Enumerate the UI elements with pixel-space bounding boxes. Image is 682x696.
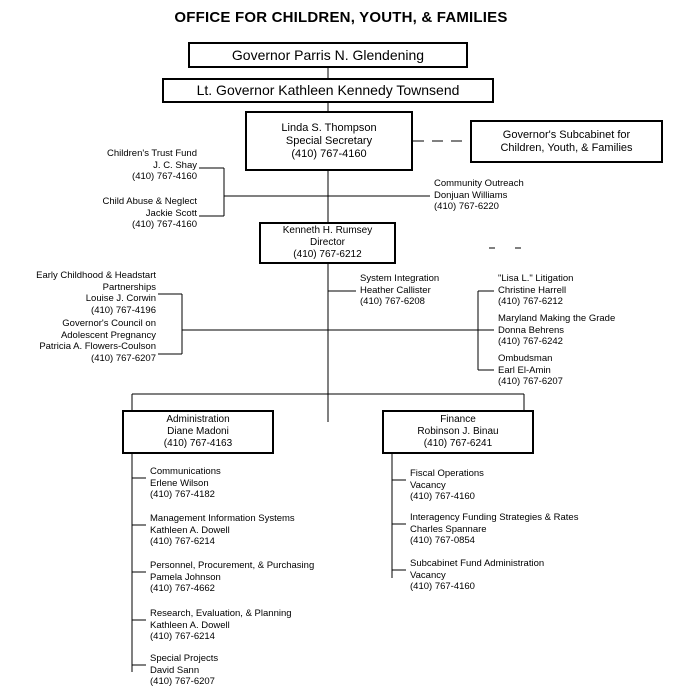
box-governor-line-0: Governor Parris N. Glendening xyxy=(231,46,425,63)
unit-interagency-funding-strategies-rates-line-2: (410) 767-0854 xyxy=(410,535,475,546)
unit-governors-council-adolescent-pregnancy-line-1: Adolescent Pregnancy xyxy=(60,329,156,341)
unit-child-abuse-neglect[interactable]: Child Abuse & Neglect Jackie Scott (410)… xyxy=(19,196,197,231)
unit-governors-council-adolescent-pregnancy-line-3: (410) 767-6207 xyxy=(91,352,156,364)
unit-personnel-procurement-purchasing-line-2: (410) 767-4662 xyxy=(150,583,215,594)
unit-fiscal-operations-line-2: (410) 767-4160 xyxy=(410,491,475,502)
box-finance-line-1: Robinson J. Binau xyxy=(417,426,499,437)
unit-early-childhood-headstart-line-1: Partnerships xyxy=(102,281,156,293)
unit-ombudsman-line-1: Earl El-Amin xyxy=(498,364,551,376)
unit-special-projects-line-1: David Sann xyxy=(150,664,200,676)
unit-special-projects[interactable]: Special Projects David Sann (410) 767-62… xyxy=(150,653,380,688)
unit-interagency-funding-strategies-rates[interactable]: Interagency Funding Strategies & Rates C… xyxy=(410,512,665,547)
unit-system-integration[interactable]: System Integration Heather Callister (41… xyxy=(360,273,550,308)
box-finance-line-0: Finance xyxy=(440,414,476,425)
unit-communications-line-0: Communications xyxy=(150,466,221,477)
unit-fiscal-operations[interactable]: Fiscal Operations Vacancy (410) 767-4160 xyxy=(410,468,660,503)
box-governor[interactable]: Governor Parris N. Glendening xyxy=(188,42,468,68)
unit-ombudsman-line-2: (410) 767-6207 xyxy=(498,376,563,387)
box-director-line-1: Director xyxy=(309,237,345,248)
box-subcabinet-line-0: Governor's Subcabinet for xyxy=(502,128,631,141)
box-director[interactable]: Kenneth H. Rumsey Director (410) 767-621… xyxy=(259,222,396,264)
unit-childrens-trust-fund-line-0: Children's Trust Fund xyxy=(107,148,197,159)
unit-subcabinet-fund-administration-line-1: Vacancy xyxy=(410,569,446,581)
unit-communications[interactable]: Communications Erlene Wilson (410) 767-4… xyxy=(150,466,380,501)
unit-childrens-trust-fund[interactable]: Children's Trust Fund J. C. Shay (410) 7… xyxy=(19,148,197,183)
unit-early-childhood-headstart-line-0: Early Childhood & Headstart xyxy=(36,270,156,281)
unit-child-abuse-neglect-line-0: Child Abuse & Neglect xyxy=(102,196,197,207)
unit-lisa-l-litigation-line-1: Christine Harrell xyxy=(498,284,567,296)
unit-system-integration-line-0: System Integration xyxy=(360,273,440,284)
box-lt-governor-line-0: Lt. Governor Kathleen Kennedy Townsend xyxy=(196,82,460,98)
unit-community-outreach[interactable]: Community Outreach Donjuan Williams (410… xyxy=(434,178,644,213)
unit-personnel-procurement-purchasing-line-1: Pamela Johnson xyxy=(150,571,221,583)
unit-fiscal-operations-line-1: Vacancy xyxy=(410,479,446,491)
unit-maryland-making-the-grade-line-2: (410) 767-6242 xyxy=(498,336,563,347)
box-director-line-2: (410) 767-6212 xyxy=(293,249,362,260)
box-subcabinet-line-1: Children, Youth, & Families xyxy=(500,141,633,154)
unit-early-childhood-headstart-line-3: (410) 767-4196 xyxy=(91,304,156,316)
unit-communications-line-1: Erlene Wilson xyxy=(150,477,209,489)
unit-subcabinet-fund-administration-line-0: Subcabinet Fund Administration xyxy=(410,558,545,569)
unit-communications-line-2: (410) 767-4182 xyxy=(150,489,215,500)
box-finance-line-2: (410) 767-6241 xyxy=(423,438,493,449)
unit-governors-council-adolescent-pregnancy[interactable]: Governor's Council on Adolescent Pregnan… xyxy=(0,318,156,364)
unit-research-evaluation-planning-line-1: Kathleen A. Dowell xyxy=(150,619,230,631)
unit-child-abuse-neglect-line-2: (410) 767-4160 xyxy=(132,219,197,230)
unit-childrens-trust-fund-line-1: J. C. Shay xyxy=(153,159,197,171)
unit-lisa-l-litigation-line-2: (410) 767-6212 xyxy=(498,296,563,307)
unit-personnel-procurement-purchasing-line-0: Personnel, Procurement, & Purchasing xyxy=(150,560,315,571)
unit-ombudsman-line-0: Ombudsman xyxy=(498,353,553,364)
box-lt-governor[interactable]: Lt. Governor Kathleen Kennedy Townsend xyxy=(162,78,494,103)
unit-child-abuse-neglect-line-1: Jackie Scott xyxy=(145,207,197,219)
box-special-secretary-line-1: Special Secretary xyxy=(285,134,373,147)
unit-community-outreach-line-1: Donjuan Williams xyxy=(434,189,508,201)
unit-management-information-systems-line-2: (410) 767-6214 xyxy=(150,536,215,547)
unit-ombudsman[interactable]: Ombudsman Earl El-Amin (410) 767-6207 xyxy=(498,353,678,388)
unit-research-evaluation-planning-line-2: (410) 767-6214 xyxy=(150,631,215,642)
unit-special-projects-line-2: (410) 767-6207 xyxy=(150,676,215,687)
unit-research-evaluation-planning[interactable]: Research, Evaluation, & Planning Kathlee… xyxy=(150,608,380,643)
unit-interagency-funding-strategies-rates-line-1: Charles Spannare xyxy=(410,523,487,535)
unit-management-information-systems[interactable]: Management Information Systems Kathleen … xyxy=(150,513,380,548)
box-special-secretary[interactable]: Linda S. Thompson Special Secretary (410… xyxy=(245,111,413,171)
box-administration-line-0: Administration xyxy=(166,414,230,425)
box-subcabinet[interactable]: Governor's Subcabinet for Children, Yout… xyxy=(470,120,663,163)
box-administration-line-1: Diane Madoni xyxy=(167,426,229,437)
unit-subcabinet-fund-administration[interactable]: Subcabinet Fund Administration Vacancy (… xyxy=(410,558,660,593)
box-director-line-0: Kenneth H. Rumsey xyxy=(282,225,373,236)
unit-research-evaluation-planning-line-0: Research, Evaluation, & Planning xyxy=(150,608,292,619)
unit-system-integration-line-1: Heather Callister xyxy=(360,284,431,296)
unit-personnel-procurement-purchasing[interactable]: Personnel, Procurement, & Purchasing Pam… xyxy=(150,560,390,595)
box-special-secretary-line-0: Linda S. Thompson xyxy=(281,121,377,134)
page-title: OFFICE FOR CHILDREN, YOUTH, & FAMILIES xyxy=(174,9,508,26)
unit-governors-council-adolescent-pregnancy-line-0: Governor's Council on xyxy=(62,318,156,329)
box-administration-line-2: (410) 767-4163 xyxy=(163,438,233,449)
unit-maryland-making-the-grade[interactable]: Maryland Making the Grade Donna Behrens … xyxy=(498,313,678,348)
unit-childrens-trust-fund-line-2: (410) 767-4160 xyxy=(132,171,197,182)
unit-early-childhood-headstart-line-2: Louise J. Corwin xyxy=(85,293,156,304)
unit-community-outreach-line-2: (410) 767-6220 xyxy=(434,201,499,212)
unit-maryland-making-the-grade-line-1: Donna Behrens xyxy=(498,324,565,336)
unit-subcabinet-fund-administration-line-2: (410) 767-4160 xyxy=(410,581,475,592)
box-administration[interactable]: Administration Diane Madoni (410) 767-41… xyxy=(122,410,274,454)
unit-management-information-systems-line-0: Management Information Systems xyxy=(150,513,295,524)
unit-interagency-funding-strategies-rates-line-0: Interagency Funding Strategies & Rates xyxy=(410,512,579,523)
unit-community-outreach-line-0: Community Outreach xyxy=(434,178,524,189)
unit-lisa-l-litigation[interactable]: "Lisa L." Litigation Christine Harrell (… xyxy=(498,273,678,308)
unit-maryland-making-the-grade-line-0: Maryland Making the Grade xyxy=(498,313,616,324)
box-finance[interactable]: Finance Robinson J. Binau (410) 767-6241 xyxy=(382,410,534,454)
unit-special-projects-line-0: Special Projects xyxy=(150,653,219,664)
unit-fiscal-operations-line-0: Fiscal Operations xyxy=(410,468,484,479)
unit-system-integration-line-2: (410) 767-6208 xyxy=(360,296,425,307)
unit-early-childhood-headstart[interactable]: Early Childhood & Headstart Partnerships… xyxy=(0,270,156,316)
unit-lisa-l-litigation-line-0: "Lisa L." Litigation xyxy=(498,273,574,284)
unit-governors-council-adolescent-pregnancy-line-2: Patricia A. Flowers-Coulson xyxy=(39,341,156,352)
box-special-secretary-line-2: (410) 767-4160 xyxy=(291,147,367,160)
unit-management-information-systems-line-1: Kathleen A. Dowell xyxy=(150,524,230,536)
